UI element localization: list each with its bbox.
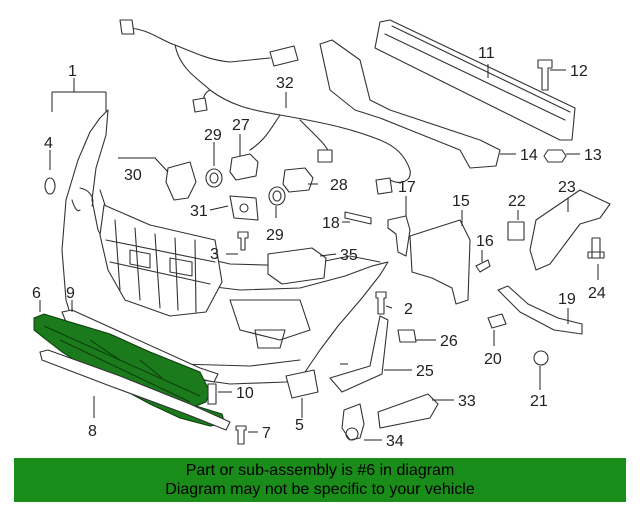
callout-14: 14 <box>520 147 538 164</box>
bracket-14 <box>319 39 501 169</box>
callout-34: 34 <box>386 433 404 450</box>
callout-10: 10 <box>236 385 254 402</box>
impact-bar <box>374 19 576 141</box>
callout-21: 21 <box>530 393 548 410</box>
callout-20: 20 <box>484 351 502 368</box>
callout-8: 8 <box>88 423 97 440</box>
strip-8 <box>39 349 231 431</box>
callout-12: 12 <box>570 63 588 80</box>
callout-22: 22 <box>508 193 526 210</box>
callout-15: 15 <box>452 193 470 210</box>
callout-29b: 29 <box>266 227 284 244</box>
callout-33: 33 <box>458 393 476 410</box>
callout-9: 9 <box>66 285 75 302</box>
info-banner: Part or sub-assembly is #6 in diagram Di… <box>14 458 626 502</box>
callout-23: 23 <box>558 179 576 196</box>
wiring-harness <box>119 19 411 195</box>
callout-5: 5 <box>295 417 304 434</box>
callout-26: 26 <box>440 333 458 350</box>
callout-35: 35 <box>340 247 358 264</box>
callout-4: 4 <box>44 135 53 152</box>
bumper-cover <box>61 109 389 385</box>
callout-labels: 1 2 3 4 5 6 7 8 9 10 11 12 13 14 15 16 1… <box>32 45 606 450</box>
small-parts <box>44 59 611 445</box>
callout-17: 17 <box>398 179 416 196</box>
callout-7: 7 <box>262 425 271 442</box>
callout-1: 1 <box>68 63 77 80</box>
callout-11: 11 <box>478 45 495 62</box>
callout-13: 13 <box>584 147 602 164</box>
callout-18: 18 <box>322 215 340 232</box>
leader-lines <box>39 64 599 441</box>
callout-30: 30 <box>124 167 142 184</box>
callout-29a: 29 <box>204 127 222 144</box>
callout-25: 25 <box>416 363 434 380</box>
callout-2: 2 <box>404 301 413 318</box>
callout-32: 32 <box>276 75 294 92</box>
callout-19: 19 <box>558 291 576 308</box>
callout-31: 31 <box>190 203 208 220</box>
callout-28: 28 <box>330 177 348 194</box>
callout-24: 24 <box>588 285 606 302</box>
callout-3: 3 <box>210 246 219 263</box>
diagram-svg: 1 2 3 4 5 6 7 8 9 10 11 12 13 14 15 16 1… <box>32 19 611 450</box>
callout-6: 6 <box>32 285 41 302</box>
banner-line-1: Part or sub-assembly is #6 in diagram <box>185 462 455 479</box>
callout-27: 27 <box>232 117 250 134</box>
callout-16: 16 <box>476 233 494 250</box>
banner-line-2: Diagram may not be specific to your vehi… <box>165 481 475 498</box>
